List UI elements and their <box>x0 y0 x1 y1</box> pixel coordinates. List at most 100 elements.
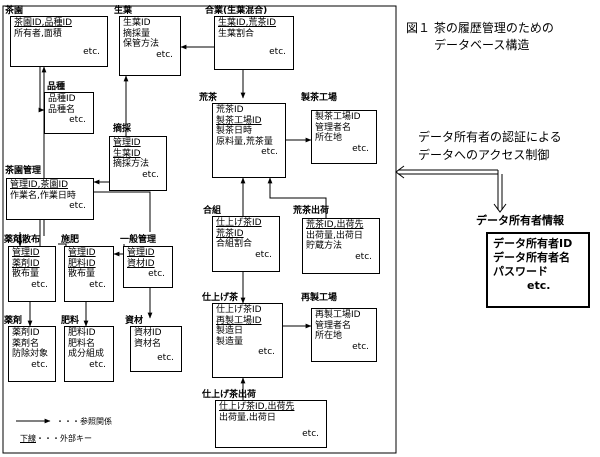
field: 製茶日時 <box>216 126 253 136</box>
owner-field: パスワード <box>493 265 548 278</box>
table-label-kanri: 茶園管理 <box>5 166 42 176</box>
owner-field: データ所有者名 <box>493 251 570 264</box>
table-seicha: 製茶工場ID 管理者名 所在地 etc. <box>311 110 377 164</box>
table-label-shiage-shukka: 仕上げ茶出荷 <box>202 390 257 400</box>
table-kanri: 管理ID,茶園ID 作業名,作業日時 etc. <box>6 178 94 220</box>
field: 肥料名 <box>68 338 96 349</box>
table-seiyo: 生葉ID 摘採量 保管方法 etc. <box>119 16 181 76</box>
field: 生葉ID <box>113 148 141 159</box>
etc: etc. <box>31 279 48 290</box>
field: 散布量 <box>12 269 40 279</box>
auth-note-line2: データへのアクセス制御 <box>418 148 550 162</box>
field: 管理者名 <box>315 320 352 331</box>
table-label-shiagecha: 仕上げ茶 <box>202 293 239 303</box>
etc: etc. <box>352 143 369 154</box>
etc: etc. <box>148 269 165 279</box>
owner-etc: etc. <box>527 279 551 292</box>
table-sehi: 管理ID 肥料ID 散布量 etc. <box>64 246 114 302</box>
etc: etc. <box>258 347 275 357</box>
field: 再製工場ID <box>315 310 361 320</box>
field: 薬剤ID <box>12 258 40 269</box>
field: 資材名 <box>134 338 162 349</box>
field: 合組割合 <box>216 239 253 249</box>
auth-note-line1: データ所有者の認証による <box>418 130 562 144</box>
line-kanri-subtypes <box>94 191 151 232</box>
field: 品種ID <box>48 94 76 104</box>
auth-arrowhead-down <box>493 203 507 213</box>
table-hiryo: 肥料ID 肥料名 成分組成 etc. <box>64 326 114 382</box>
table-label-hinshu: 品種 <box>47 82 66 92</box>
field: 管理ID <box>68 248 96 258</box>
field: 製茶工場ID <box>216 115 262 126</box>
table-shiagecha: 仕上げ茶ID 再製工場ID 製造日 製造量 etc. <box>212 303 283 378</box>
caption-line2: データベース構造 <box>434 38 530 52</box>
legend-foreign-key: 下線・・・外部キー <box>20 433 92 444</box>
etc: etc. <box>89 279 106 290</box>
table-label-yakuzai: 薬剤 <box>4 316 23 326</box>
field: 原料量,荒茶量 <box>216 136 273 147</box>
field: 仕上げ茶ID,出荷先 <box>219 402 295 412</box>
table-yakuzai-sanpu: 管理ID 薬剤ID 散布量 etc. <box>8 246 56 302</box>
field: 品種名 <box>48 104 76 115</box>
field: 管理ID <box>127 248 155 258</box>
table-ippan: 管理ID 資材ID etc. <box>123 246 173 288</box>
owner-title: データ所有者情報 <box>476 214 564 227</box>
etc: etc. <box>269 47 286 57</box>
legend-fk-text: ・・・外部キー <box>36 434 92 443</box>
owner-field: データ所有者ID <box>493 237 573 250</box>
auth-note: データ所有者の認証による データへのアクセス制御 <box>418 128 562 164</box>
etc: etc. <box>31 359 48 370</box>
field: 出荷量,出荷日 <box>306 230 363 241</box>
table-gougumi: 仕上げ茶ID 荒茶ID 合組割合 etc. <box>212 216 280 272</box>
table-shizai: 資材ID 資材名 etc. <box>130 326 182 372</box>
field: 管理者名 <box>315 122 352 133</box>
field: 資材ID <box>134 328 162 338</box>
table-hinshu: 品種ID 品種名 etc. <box>44 92 94 134</box>
outer-frame <box>2 5 397 454</box>
table-label-sehi: 施肥 <box>61 235 80 245</box>
table-label-ippan: 一般管理 <box>120 235 157 245</box>
table-saisei: 再製工場ID 管理者名 所在地 etc. <box>311 308 377 362</box>
table-label-arashukka: 荒茶出荷 <box>293 206 330 216</box>
field: 肥料ID <box>68 328 96 338</box>
field: 防除対象 <box>12 349 49 359</box>
field: 茶園ID,品種ID <box>14 18 73 28</box>
etc: etc. <box>255 249 272 260</box>
table-goudou: 生葉ID,荒茶ID 生葉割合 etc. <box>214 16 294 70</box>
field: 作業名,作業日時 <box>10 190 76 201</box>
etc: etc. <box>156 49 173 60</box>
field: 貯蔵方法 <box>306 241 343 251</box>
field: 荒茶ID <box>216 228 244 239</box>
etc: etc. <box>83 47 100 57</box>
etc: etc. <box>142 169 159 180</box>
table-label-seicha: 製茶工場 <box>301 93 338 103</box>
field: 管理ID,茶園ID <box>10 180 69 190</box>
table-chaen: 茶園ID,品種ID 所有者,面積 etc. <box>10 16 108 67</box>
field: 薬剤名 <box>12 338 40 349</box>
legend-reference: ・・・参照関係 <box>56 417 112 426</box>
table-label-saisei: 再製工場 <box>301 293 338 303</box>
field: 散布量 <box>68 269 96 279</box>
field: 製茶工場ID <box>315 112 361 122</box>
etc: etc. <box>69 115 86 125</box>
table-label-seiyo: 生葉 <box>114 6 133 16</box>
field: 摘採方法 <box>113 159 150 169</box>
field: 摘採量 <box>123 28 151 39</box>
field: 薬剤ID <box>12 328 40 338</box>
etc: etc. <box>302 429 319 439</box>
field: 管理ID <box>12 248 40 258</box>
field: 保管方法 <box>123 39 160 49</box>
field: 所在地 <box>315 133 343 143</box>
field: 再製工場ID <box>216 315 262 326</box>
table-label-hiryo: 肥料 <box>61 316 80 326</box>
table-label-chaen: 茶園 <box>5 6 24 16</box>
table-label-goudou: 合業(生葉混合) <box>205 6 268 16</box>
table-label-aracha: 荒茶 <box>199 93 218 103</box>
etc: etc. <box>261 147 278 157</box>
table-shiage-shukka: 仕上げ茶ID,出荷先 出荷量,出荷日 etc. <box>215 400 327 448</box>
table-aracha: 荒茶ID 製茶工場ID 製茶日時 原料量,荒茶量 etc. <box>212 103 286 178</box>
field: 所在地 <box>315 331 343 341</box>
etc: etc. <box>352 341 369 352</box>
field: 肥料ID <box>68 258 96 269</box>
